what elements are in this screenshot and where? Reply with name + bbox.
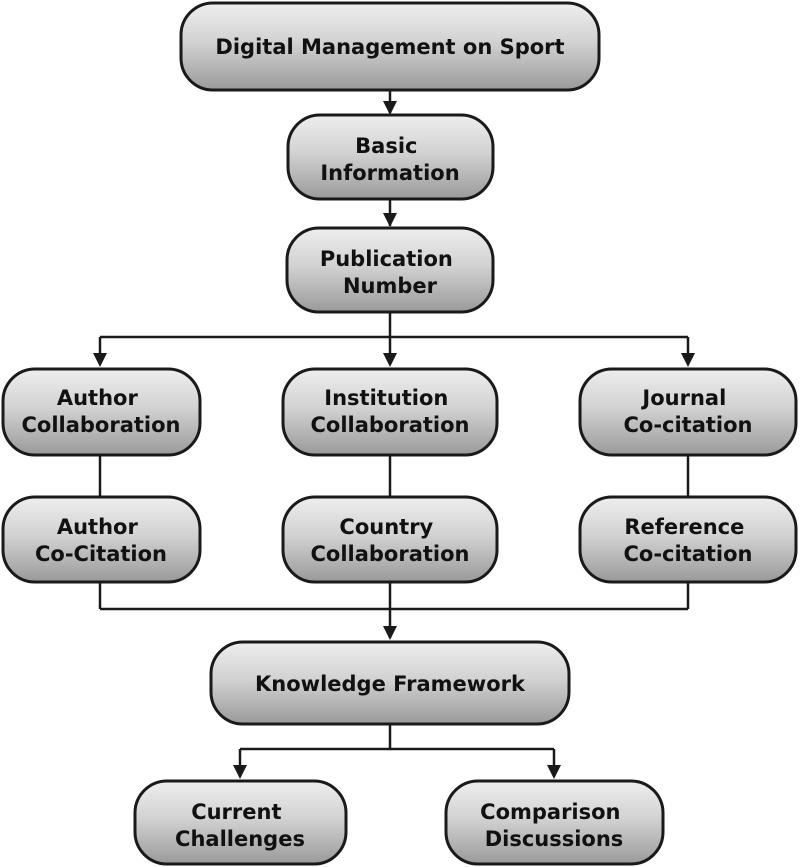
node-comparison-discussions: Comparison Discussions xyxy=(444,779,665,866)
svg-text:Country Collaboration: Country Collaboration xyxy=(310,515,469,566)
svg-text:Knowledge Framework: Knowledge Framework xyxy=(255,672,526,696)
svg-text:Institution Collaboratio: Institution Collaboration xyxy=(310,386,469,437)
node-institution-collaboration: Institution Collaboration xyxy=(281,367,499,457)
node-comparison-discussions-line-2: Discussions xyxy=(485,827,624,851)
svg-text:Digital Management on Sport: Digital Management on Sport xyxy=(215,35,564,59)
node-institution-collaboration-line-1: Institution xyxy=(324,386,448,410)
arrow-to-challenges-head xyxy=(233,765,247,779)
node-author-collaboration-line-1: Author xyxy=(57,386,139,410)
arrow-to-comparison-head xyxy=(547,765,561,779)
connectors xyxy=(93,90,695,779)
svg-text:Author Collaboration: Author Collaboration xyxy=(21,386,180,437)
node-basic-information-line-1: Basic xyxy=(355,134,417,158)
node-author-cocitation-line-2: Co-Citation xyxy=(35,542,167,566)
node-current-challenges: Current Challenges xyxy=(133,779,348,866)
node-publication-number-line-1: Publication xyxy=(320,247,453,271)
node-basic-information: Basic Information xyxy=(286,113,495,201)
node-country-collaboration-line-1: Country xyxy=(339,515,433,539)
node-reference-cocitation-line-2: Co-citation xyxy=(623,542,752,566)
svg-text:Publication Number: Publication Number xyxy=(320,247,460,298)
node-author-cocitation: Author Co-Citation xyxy=(1,495,202,584)
node-basic-information-line-2: Information xyxy=(320,161,459,185)
arrow-basic-info-to-pub-number-head xyxy=(383,213,397,227)
node-journal-cocitation: Journal Co-citation xyxy=(578,367,798,457)
node-current-challenges-line-1: Current xyxy=(191,800,281,824)
svg-text:Basic Information: Basic Information xyxy=(320,134,459,185)
node-current-challenges-box xyxy=(133,779,348,866)
arrow-to-knowledge-head xyxy=(383,626,397,640)
node-publication-number: Publication Number xyxy=(285,226,495,314)
node-institution-collaboration-box xyxy=(281,367,499,457)
node-country-collaboration: Country Collaboration xyxy=(281,495,499,584)
node-author-cocitation-line-1: Author xyxy=(57,515,139,539)
node-reference-cocitation-box xyxy=(578,495,798,584)
node-knowledge-framework-line-1: Knowledge Framework xyxy=(255,672,526,696)
node-author-cocitation-box xyxy=(1,495,202,584)
node-journal-cocitation-box xyxy=(578,367,798,457)
node-knowledge-framework: Knowledge Framework xyxy=(209,640,571,726)
node-current-challenges-line-2: Challenges xyxy=(175,827,305,851)
node-institution-collaboration-line-2: Collaboration xyxy=(310,413,469,437)
svg-text:Reference Co-citation: Reference Co-citation xyxy=(623,515,752,566)
node-author-collaboration-line-2: Collaboration xyxy=(21,413,180,437)
node-comparison-discussions-line-1: Comparison xyxy=(480,800,620,824)
node-country-collaboration-box xyxy=(281,495,499,584)
svg-text:Comparison Discussions: Comparison Discussions xyxy=(480,800,628,851)
node-author-collaboration-box xyxy=(1,367,202,457)
node-basic-information-box xyxy=(286,113,495,201)
arrow-root-to-basic-info-head xyxy=(383,101,397,115)
node-journal-cocitation-line-1: Journal xyxy=(640,386,726,410)
svg-text:Journal Co-citation: Journal Co-citation xyxy=(623,386,752,437)
node-reference-cocitation-line-1: Reference xyxy=(624,515,744,539)
node-reference-cocitation: Reference Co-citation xyxy=(578,495,798,584)
node-publication-number-box xyxy=(285,226,495,314)
svg-text:Current Challenges: Current Challenges xyxy=(175,800,305,851)
node-root-line-1: Digital Management on Sport xyxy=(215,35,564,59)
node-comparison-discussions-box xyxy=(444,779,665,866)
arrow-to-inst-collab-head xyxy=(383,353,397,367)
node-knowledge-framework-box xyxy=(209,640,571,726)
node-publication-number-line-2: Number xyxy=(343,274,438,298)
node-country-collaboration-line-2: Collaboration xyxy=(310,542,469,566)
node-root: Digital Management on Sport xyxy=(179,1,601,92)
node-journal-cocitation-line-2: Co-citation xyxy=(623,413,752,437)
svg-text:Author Co-Citation: Author Co-Citation xyxy=(35,515,167,566)
node-author-collaboration: Author Collaboration xyxy=(1,367,202,457)
node-root-box xyxy=(179,1,601,92)
arrow-to-journal-cocit-head xyxy=(681,353,695,367)
arrow-to-author-collab-head xyxy=(93,353,107,367)
